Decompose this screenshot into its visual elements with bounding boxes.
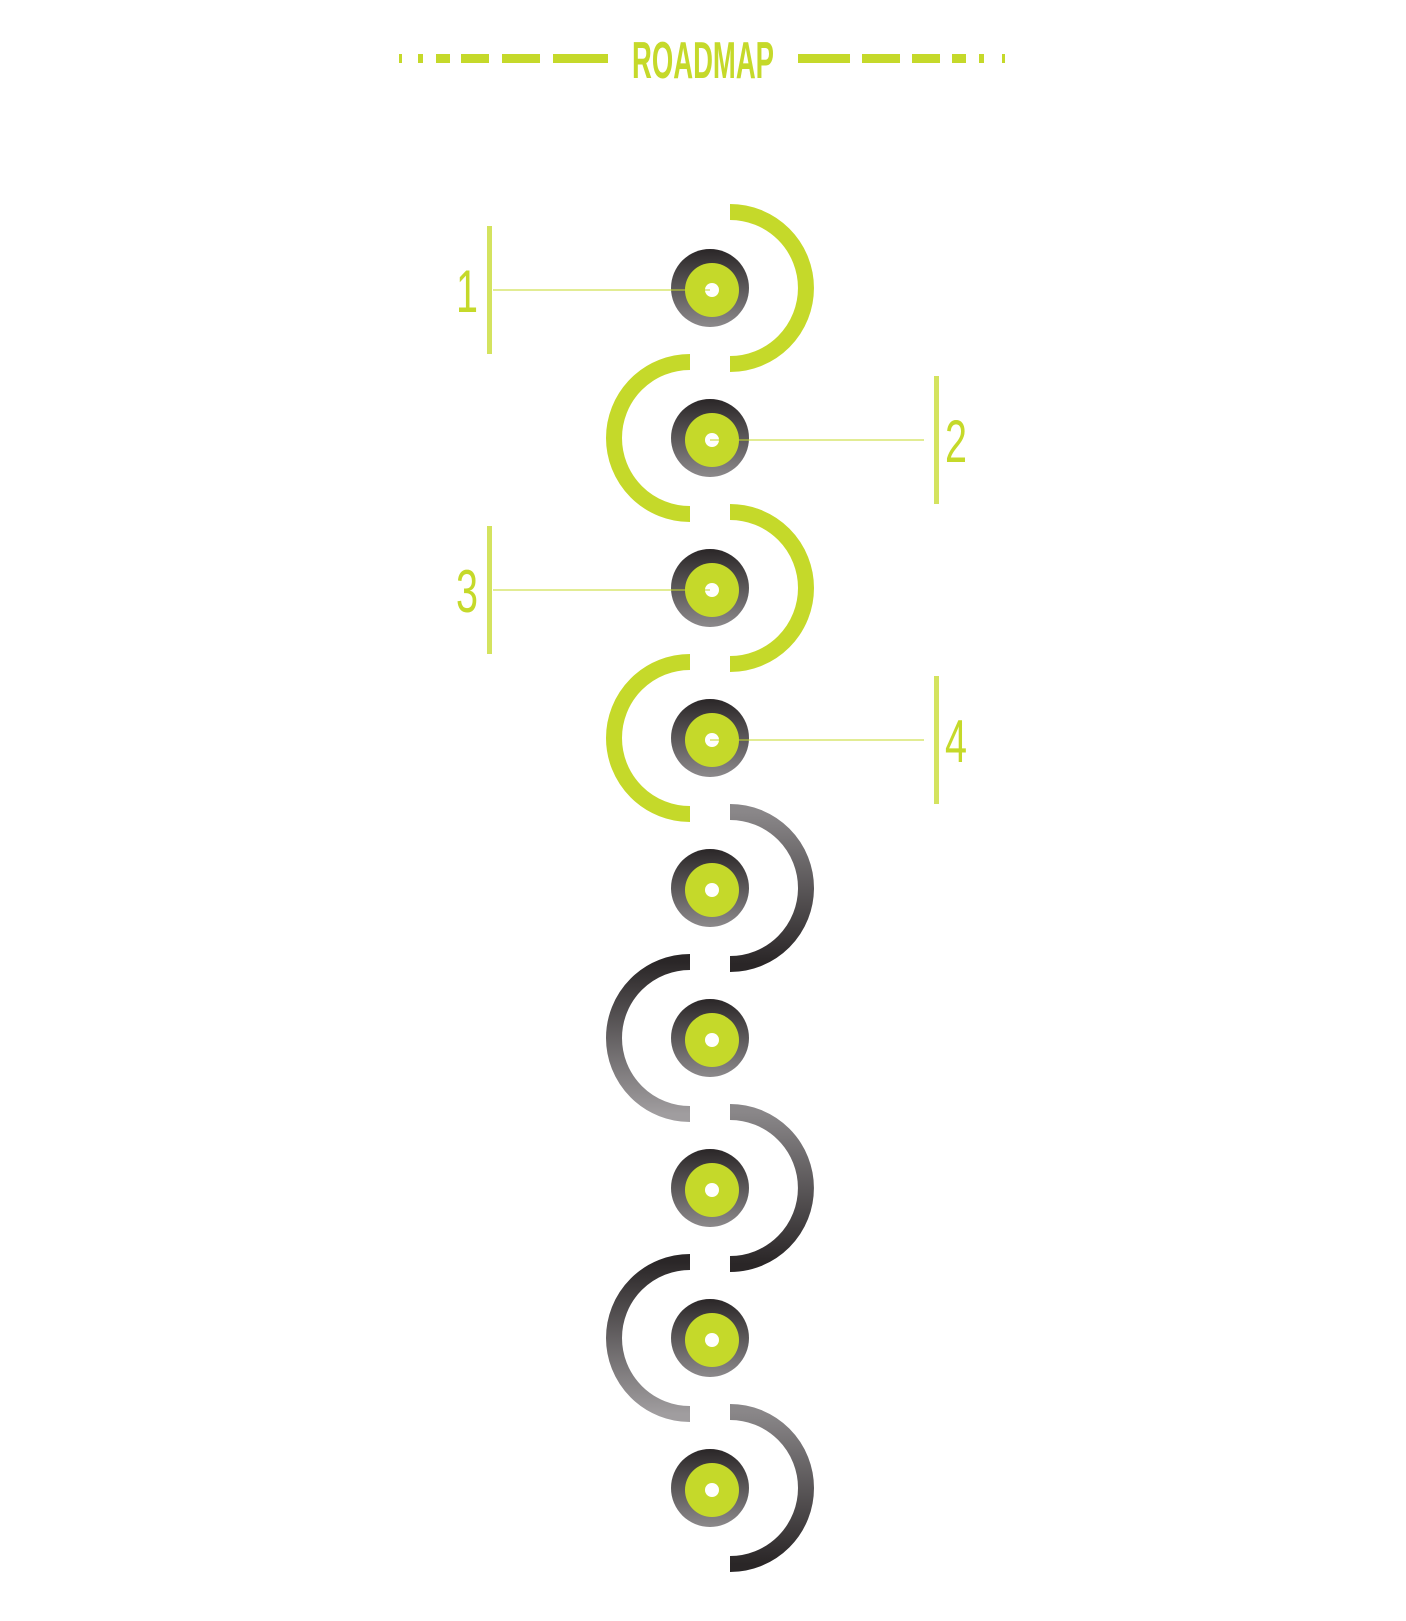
milestone-label: 2 — [945, 408, 967, 475]
milestone-arc — [606, 1254, 691, 1422]
milestone-7 — [671, 1104, 814, 1272]
milestone-1: 1 — [456, 204, 814, 372]
milestone-8 — [606, 1254, 749, 1422]
milestone-2: 2 — [606, 354, 967, 522]
node-center-dot — [705, 1483, 719, 1497]
milestone-arc — [606, 654, 691, 822]
milestone-arc — [729, 204, 814, 372]
label-tick-bar — [934, 676, 939, 804]
milestone-5 — [671, 804, 814, 972]
header-rule-right — [798, 54, 1005, 63]
milestone-arc — [729, 804, 814, 972]
milestone-label: 4 — [945, 708, 967, 775]
milestone-arc — [606, 354, 691, 522]
milestone-chain: 1 2 3 4 — [456, 204, 967, 1572]
roadmap-header: ROADMAP — [399, 32, 1005, 90]
header-rule-left — [399, 54, 608, 63]
milestone-9 — [671, 1404, 814, 1572]
node-center-dot — [705, 283, 719, 297]
label-tick-bar — [934, 376, 939, 504]
node-center-dot — [705, 583, 719, 597]
roadmap-title: ROADMAP — [632, 32, 774, 90]
milestone-4: 4 — [606, 654, 967, 822]
milestone-label: 3 — [456, 558, 478, 625]
milestone-label: 1 — [456, 258, 478, 325]
milestone-arc — [729, 1404, 814, 1572]
milestone-arc — [729, 1104, 814, 1272]
milestone-arc — [729, 504, 814, 672]
node-center-dot — [705, 1183, 719, 1197]
node-center-dot — [705, 1033, 719, 1047]
milestone-3: 3 — [456, 504, 814, 672]
label-tick-bar — [487, 226, 492, 354]
node-center-dot — [705, 1333, 719, 1347]
node-center-dot — [705, 883, 719, 897]
label-tick-bar — [487, 526, 492, 654]
milestone-6 — [606, 954, 749, 1122]
milestone-arc — [606, 954, 691, 1122]
